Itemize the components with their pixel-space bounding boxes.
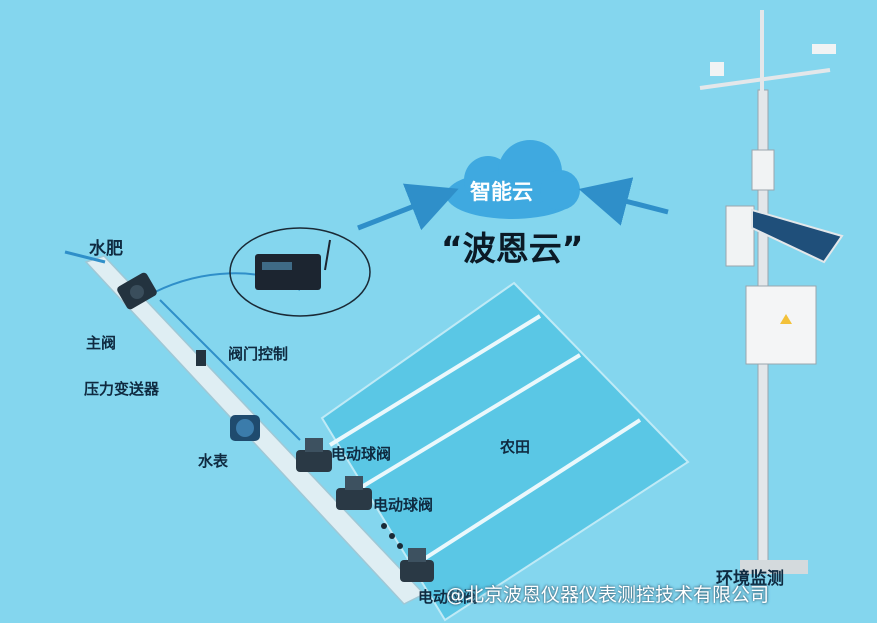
brand-title: “波恩云” <box>441 229 584 268</box>
label-water-fertilizer: 水肥 <box>89 239 123 259</box>
label-farmland: 农田 <box>500 438 531 456</box>
arrow-right-to-cloud <box>578 177 669 226</box>
ball-valve-1-icon <box>296 438 332 472</box>
farmland-field <box>320 281 690 622</box>
drip-lines <box>328 314 642 570</box>
water-meter-icon <box>230 415 260 441</box>
inlet-pipe <box>64 250 106 264</box>
main-valve-icon <box>117 272 157 310</box>
cloud-label: 智能云 <box>470 180 533 204</box>
cloud-icon <box>446 140 580 219</box>
label-pressure-transmitter: 压力变送器 <box>84 380 160 398</box>
ball-valve-3-icon <box>400 548 434 582</box>
ellipsis-dots <box>381 523 403 549</box>
label-main-valve: 主阀 <box>86 334 117 352</box>
controller-oval <box>229 227 371 317</box>
ball-valve-2-icon <box>336 476 372 510</box>
control-box-icon <box>745 285 817 365</box>
label-ball-valve-2: 电动球阀 <box>373 496 434 514</box>
control-cable-2 <box>159 299 301 441</box>
label-water-meter: 水表 <box>198 452 229 470</box>
label-valve-control: 阀门控制 <box>228 345 289 363</box>
arrow-left-to-cloud <box>357 183 459 231</box>
label-env-monitoring: 环境监测 <box>716 569 784 589</box>
label-ball-valve-3: 电动球阀 <box>418 588 479 606</box>
weather-station <box>699 10 844 574</box>
solar-panel-icon <box>751 208 844 264</box>
watermark: @北京波恩仪器仪表测控技术有限公司 <box>446 584 770 606</box>
pressure-transmitter-icon <box>196 350 206 366</box>
label-ball-valve-1: 电动球阀 <box>331 445 392 463</box>
controller-device-icon <box>255 239 331 290</box>
